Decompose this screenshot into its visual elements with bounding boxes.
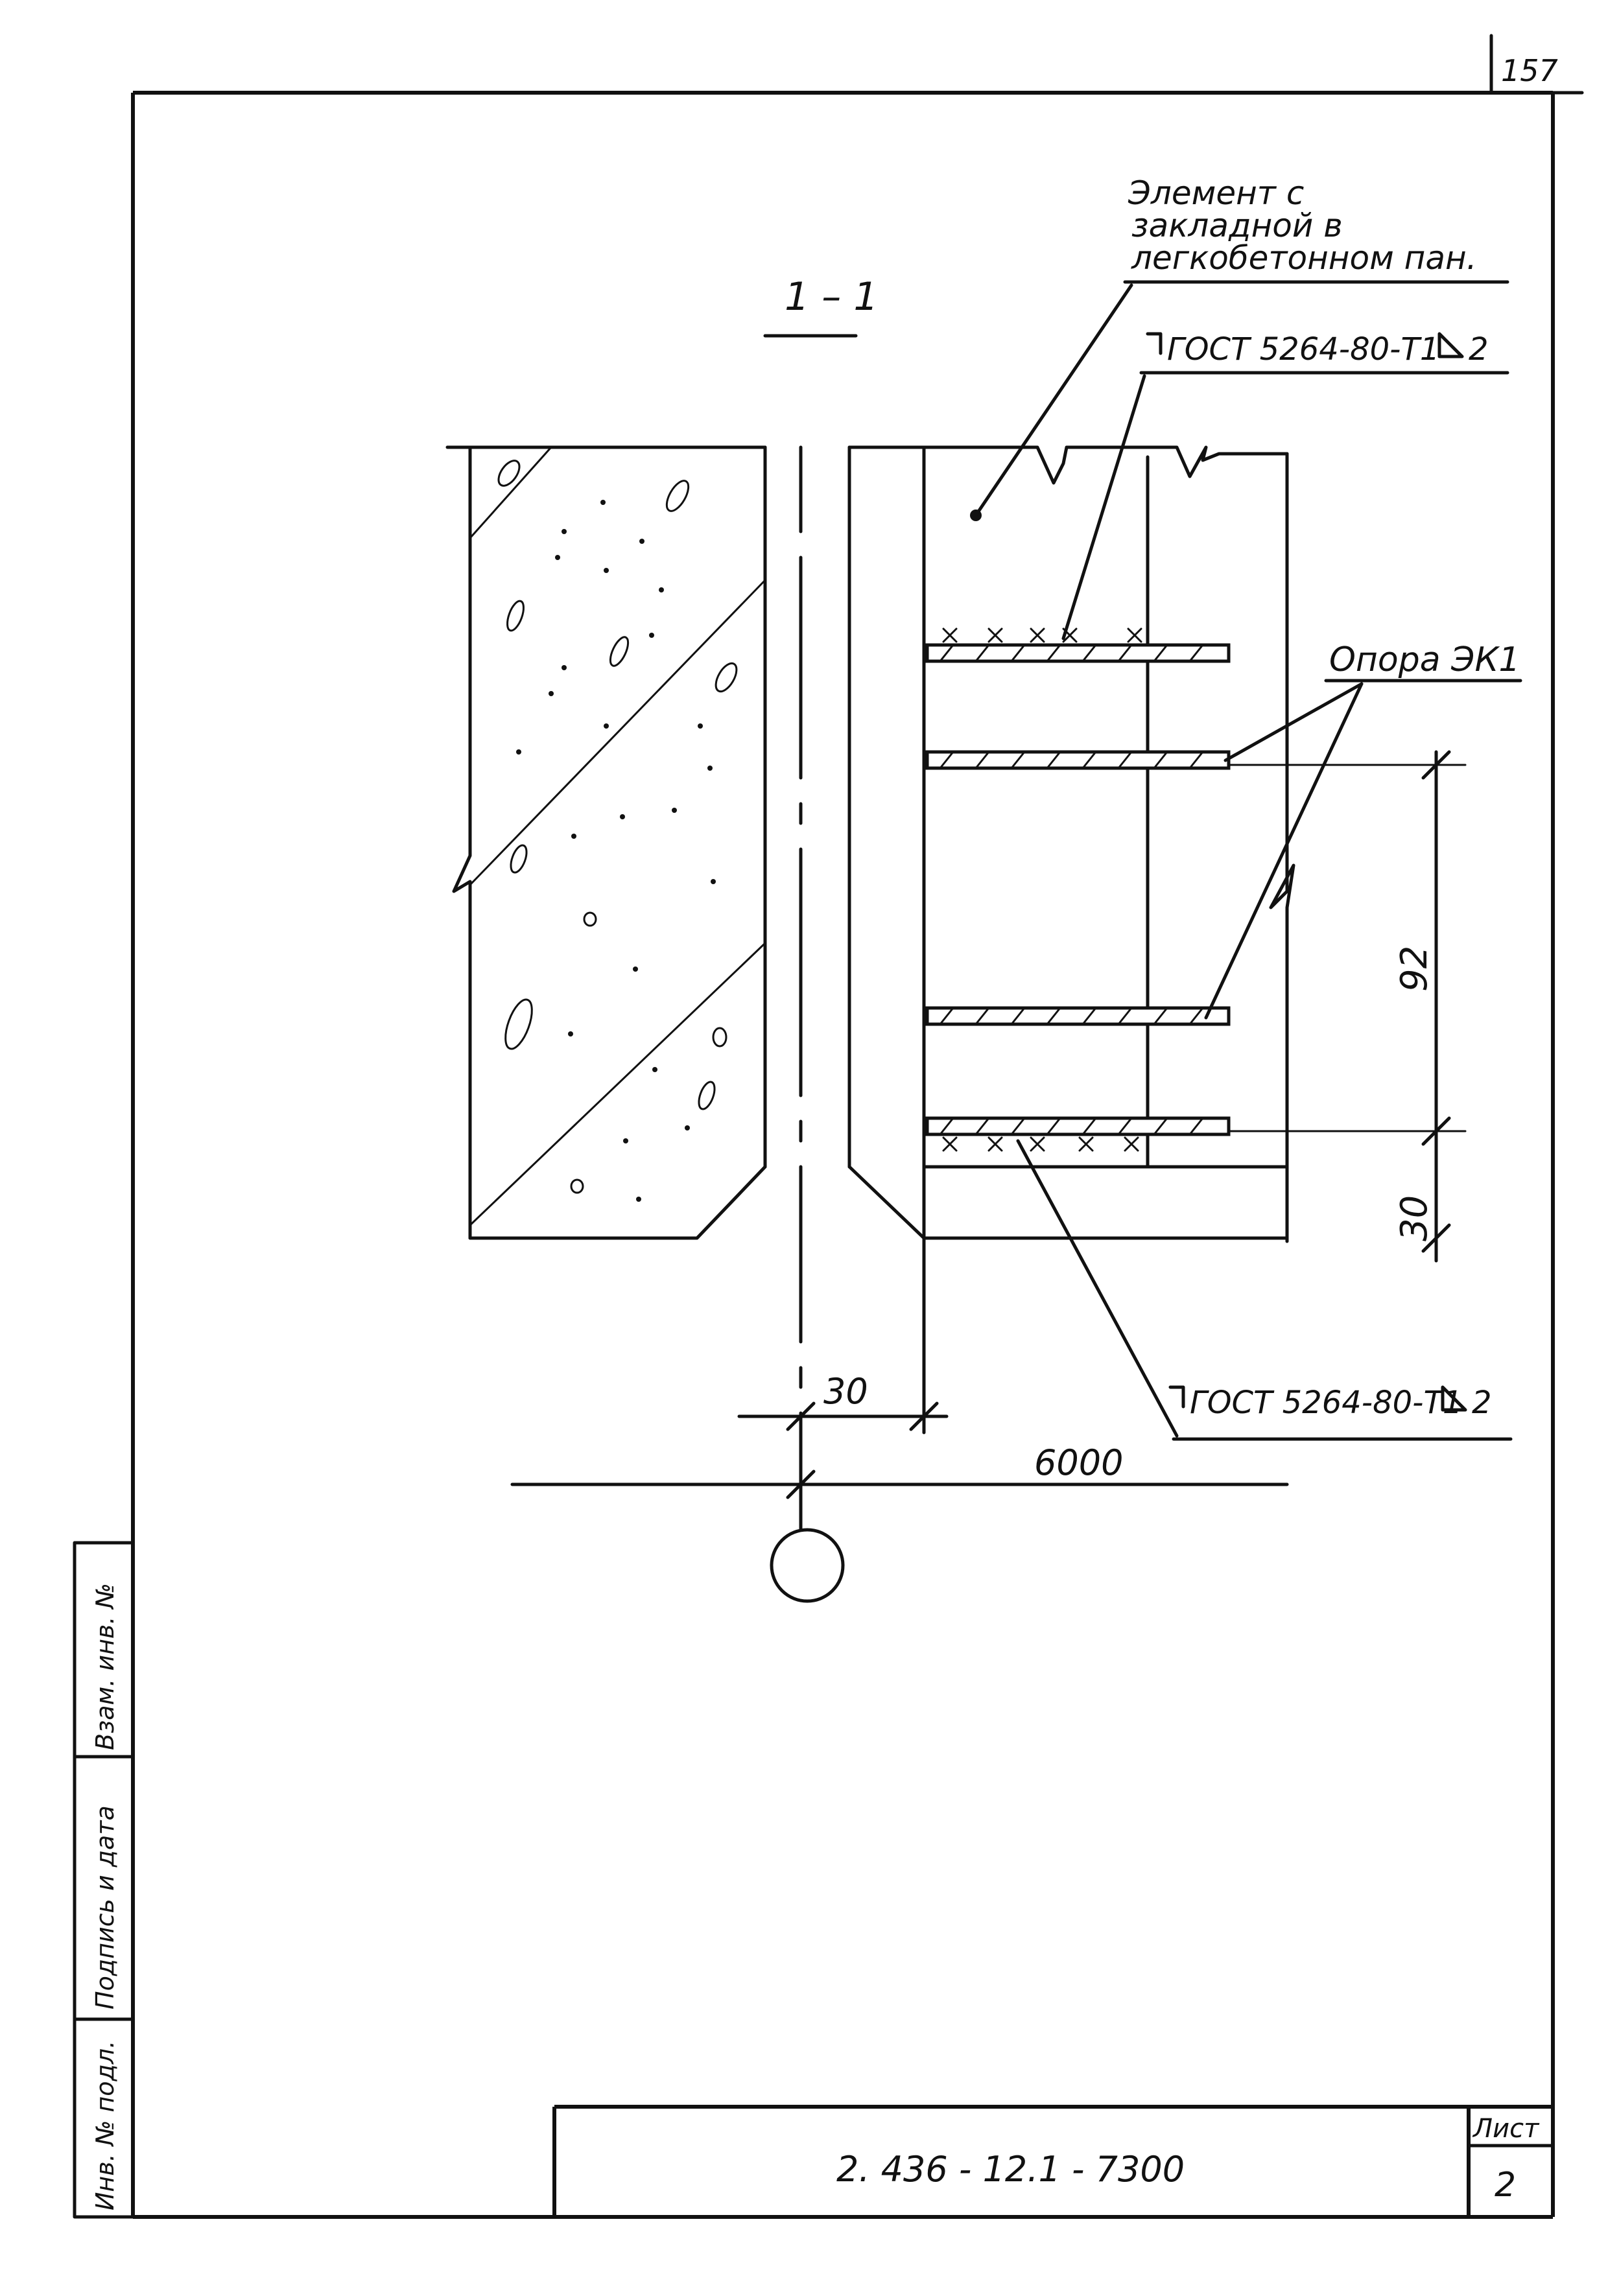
support-plate: [925, 750, 1231, 770]
page-number: 157: [1501, 53, 1558, 88]
dimension-vertical-lower: 30: [1393, 1195, 1436, 1241]
support-plate: [925, 1006, 1231, 1026]
weld-top-flag-icon: [1146, 332, 1163, 355]
light-concrete-panel: [847, 445, 1295, 1243]
horizontal-dimension: [737, 1236, 949, 1435]
axis-line: [770, 445, 845, 1603]
support-plate: [925, 1116, 1231, 1136]
stamp-cell-signature: Подпись и дата: [91, 1805, 119, 2009]
support-plate: [925, 643, 1231, 663]
weld-top-size: 2: [1469, 331, 1489, 368]
side-stamp: [73, 1541, 135, 2219]
weld-top-callout: ГОСТ 5264-80-Т1: [1167, 331, 1439, 368]
dimension-axis-offset: 6000: [1034, 1442, 1123, 1483]
title-block: [552, 2105, 1555, 2217]
weld-bottom-flag-icon: [1168, 1385, 1185, 1409]
support-leader-lower: [1204, 682, 1364, 1020]
element-callout-leader: [974, 283, 1133, 517]
weld-bottom-size: 2: [1472, 1385, 1492, 1421]
support-callout: Опора ЭК1: [1329, 640, 1520, 679]
support-leader-upper: [1224, 682, 1364, 762]
dimension-horizontal-gap: 30: [823, 1371, 868, 1412]
document-code: 2. 436 - 12.1 - 7300: [836, 2149, 1185, 2190]
weld-bottom-callout: ГОСТ 5264-80-Т1: [1190, 1385, 1462, 1421]
weld-bottom-leader: [1016, 1139, 1179, 1438]
sheet-number: 2: [1495, 2166, 1516, 2205]
element-callout-line2: закладной в: [1131, 207, 1343, 244]
stamp-cell-replacement: Взам. инв. №: [91, 1583, 119, 1750]
element-callout-line3: легкобетонном пан.: [1131, 239, 1477, 277]
vertical-dimension: [1227, 750, 1467, 1263]
axis-dimension: [510, 1470, 1289, 1499]
weld-seam-bottom: [942, 1136, 1139, 1152]
weld-top-leader: [1061, 374, 1146, 640]
weld-bottom-triangle-icon: [1441, 1385, 1467, 1412]
concrete-panel: [445, 445, 767, 1240]
element-callout-line1: Элемент с: [1128, 174, 1304, 212]
section-label: 1 – 1: [785, 274, 879, 320]
dimension-vertical-upper: 92: [1393, 946, 1436, 992]
weld-seam-top: [942, 627, 1142, 643]
stamp-cell-inventory: Инв. № подл.: [91, 2041, 119, 2210]
weld-top-triangle-icon: [1437, 332, 1464, 358]
sheet-label: Лист: [1472, 2114, 1540, 2144]
